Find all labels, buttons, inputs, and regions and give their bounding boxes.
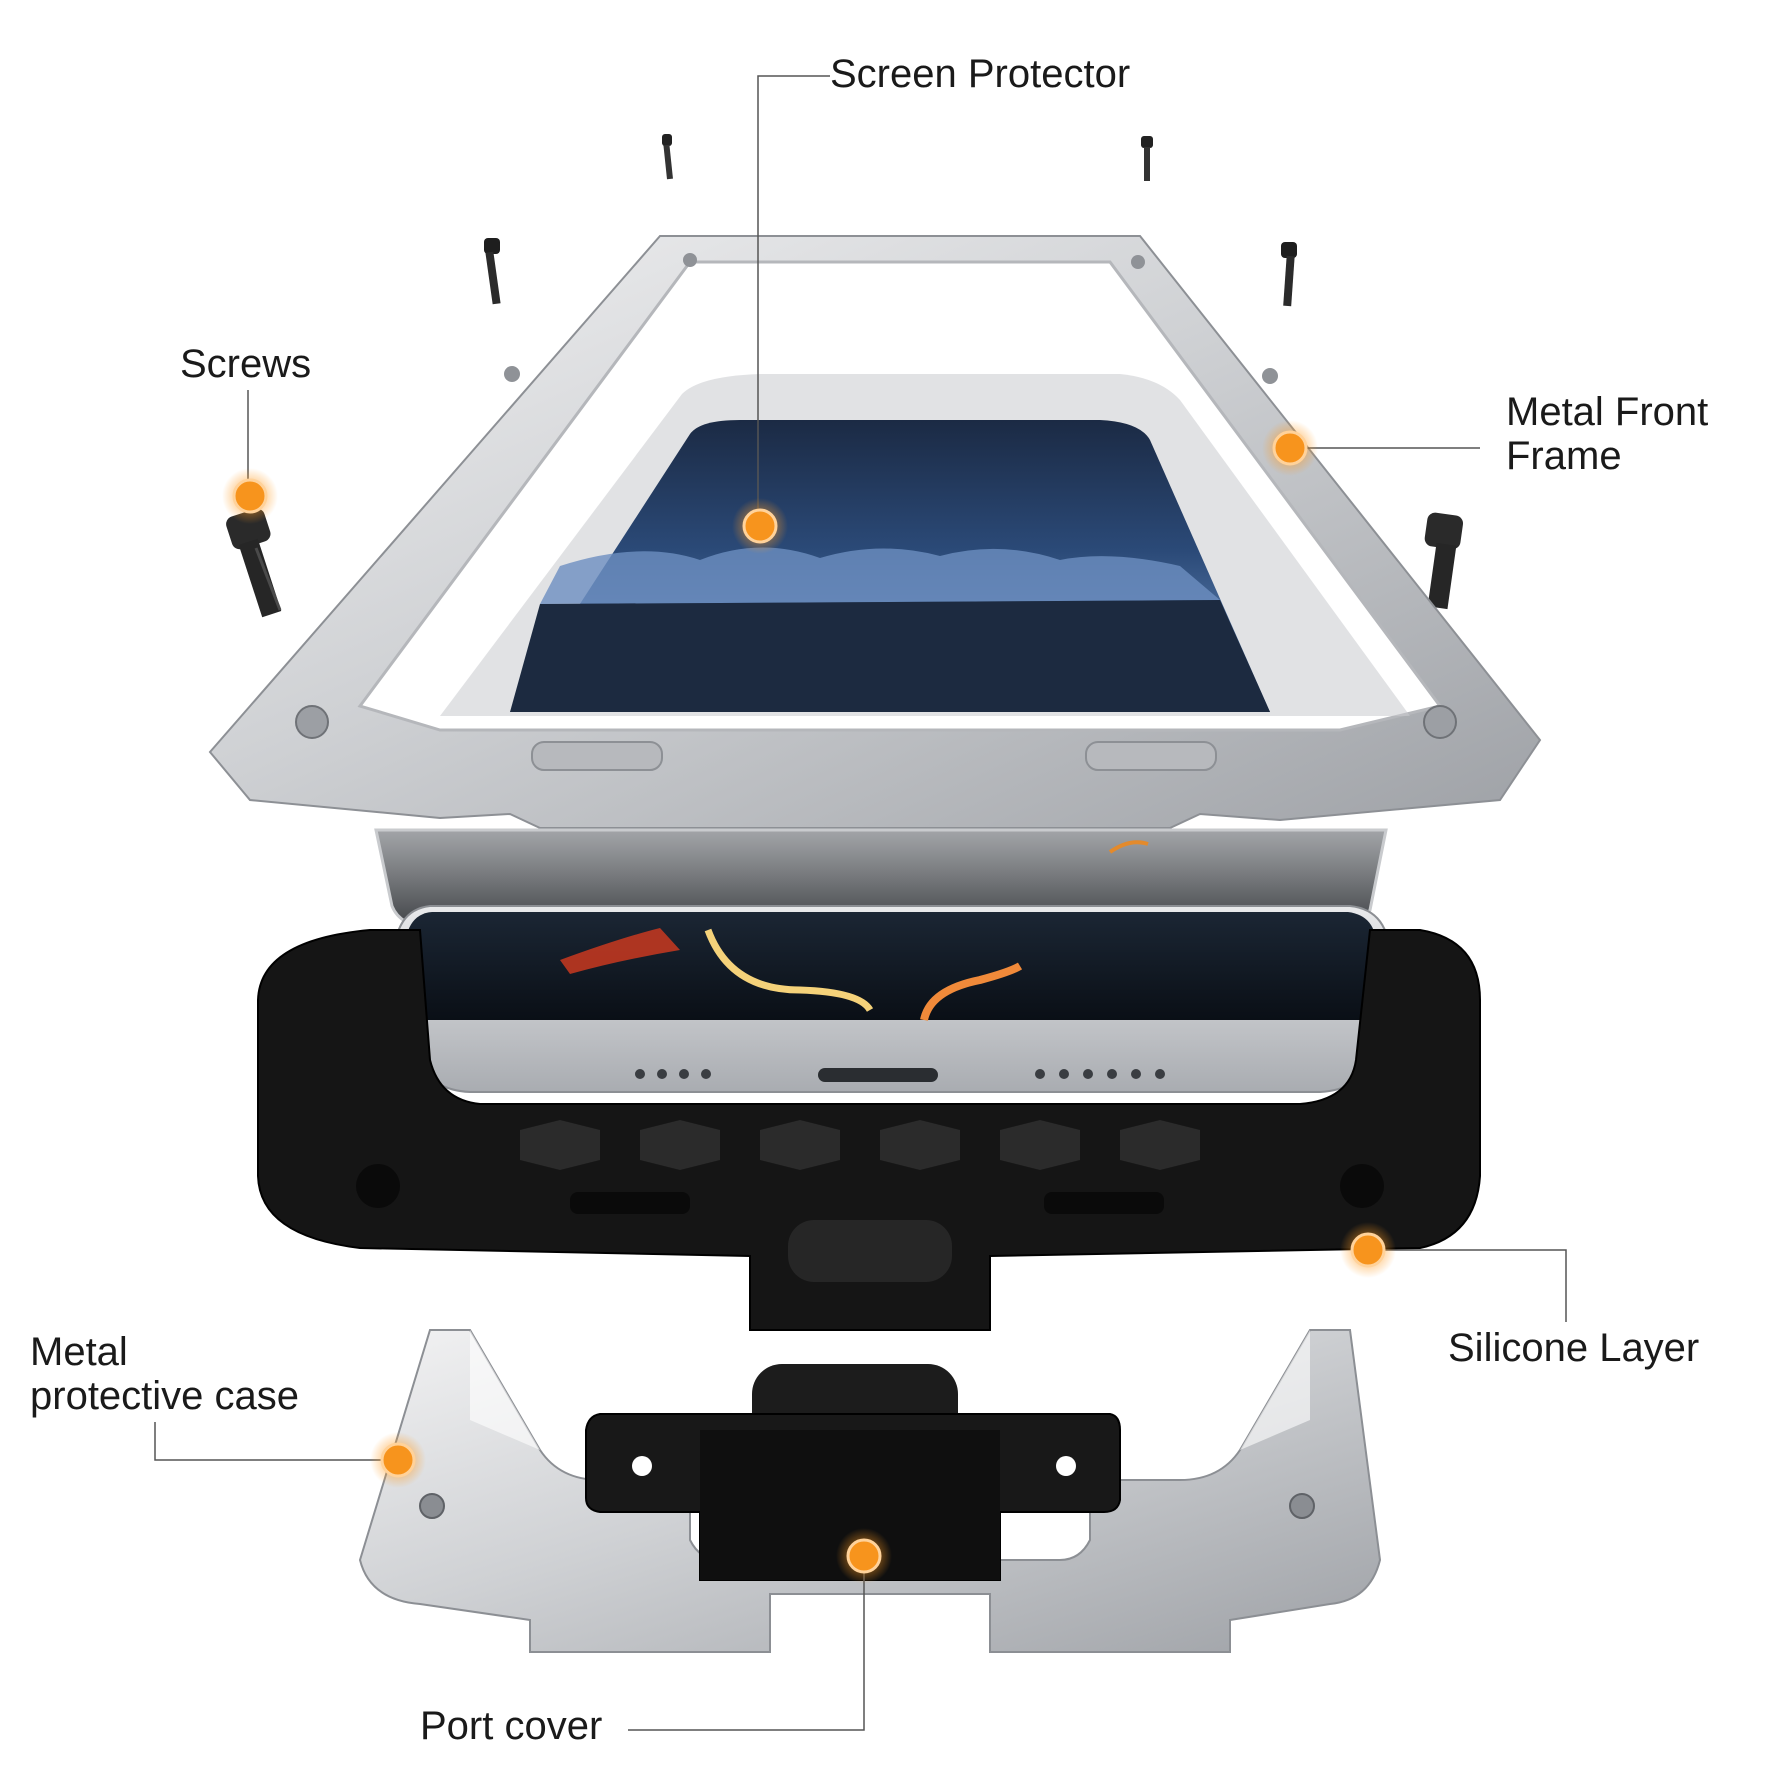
leader-metal-protective-case [154, 1422, 398, 1461]
label-metal-front-frame-line2: Frame [1506, 434, 1622, 478]
label-port-cover: Port cover [420, 1704, 602, 1748]
leader-port-cover [628, 1556, 865, 1731]
label-metal-protective-case-line1: Metal [30, 1330, 128, 1374]
label-metal-protective-case: Metal protective case [30, 1330, 299, 1418]
label-port-cover-text: Port cover [420, 1704, 603, 1748]
screw-mid-left [484, 238, 501, 305]
hotspot-metal-front-frame[interactable] [1262, 420, 1318, 476]
leader-silicone-layer [1370, 1249, 1567, 1322]
screw-mid-right [1281, 242, 1297, 307]
hotspot-silicone-layer[interactable] [1340, 1222, 1396, 1278]
label-screws-text: Screws [180, 342, 312, 386]
label-silicone-layer: Silicone Layer [1448, 1326, 1699, 1370]
port-cover [585, 1364, 1121, 1581]
hotspot-metal-protective-case[interactable] [370, 1432, 426, 1488]
label-metal-protective-case-line2: protective case [30, 1374, 300, 1418]
label-metal-front-frame-line1: Metal Front [1506, 390, 1709, 434]
lightning-port [818, 1068, 938, 1082]
screw-top-left [662, 134, 673, 180]
phone-body [392, 905, 1392, 1093]
leader-lines [154, 75, 1567, 1731]
hotspot-port-cover[interactable] [836, 1528, 892, 1584]
screw-top-right [1141, 136, 1153, 181]
label-screws: Screws [180, 342, 311, 386]
screw-right-large [1424, 512, 1464, 610]
label-metal-front-frame: Metal Front Frame [1506, 390, 1708, 478]
phone-speaker-right [1035, 1069, 1165, 1079]
label-screen-protector: Screen Protector [830, 52, 1130, 96]
silicone-layer [257, 929, 1481, 1331]
label-silicone-layer-text: Silicone Layer [1448, 1326, 1700, 1370]
hotspot-screws[interactable] [222, 468, 278, 524]
leader-screen-protector [757, 75, 830, 524]
screen-display-image [440, 374, 1410, 716]
hotspot-screen-protector[interactable] [732, 498, 788, 554]
label-screen-protector-text: Screen Protector [830, 52, 1131, 96]
phone-speaker-left [635, 1069, 711, 1079]
